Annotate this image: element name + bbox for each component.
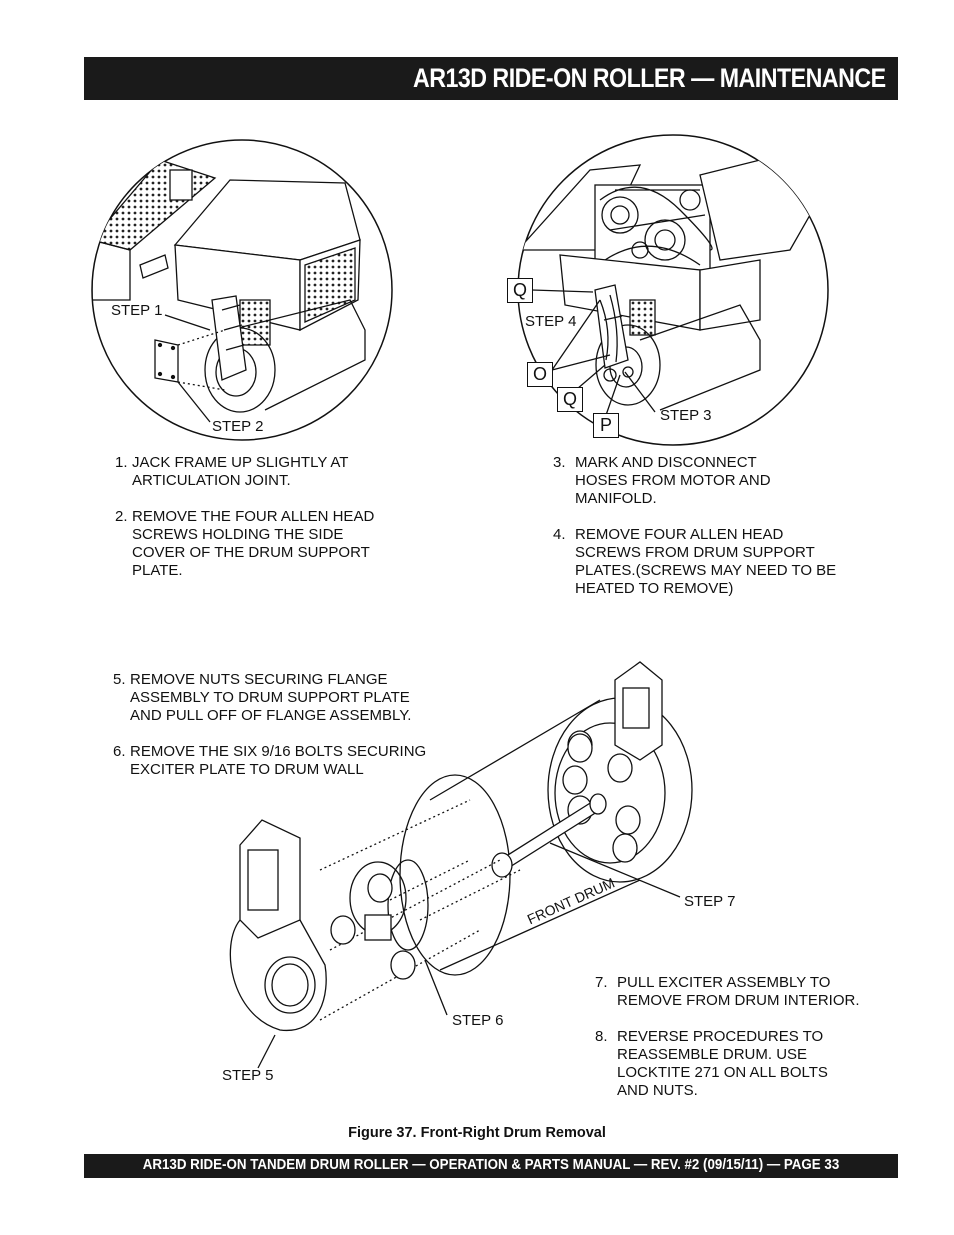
step1-2-detail-view bbox=[91, 139, 393, 441]
page-header: AR13D RIDE-ON ROLLER — MAINTENANCE bbox=[84, 57, 898, 100]
instruction-item: 6.REMOVE THE SIX 9/16 BOLTS SECURING EXC… bbox=[113, 743, 427, 778]
callout-p: P bbox=[593, 413, 619, 438]
instruction-item: 1.JACK FRAME UP SLIGHTLY AT ARTICULATION… bbox=[115, 454, 349, 489]
step3-label: STEP 3 bbox=[660, 407, 712, 424]
instruction-item: 8.REVERSE PROCEDURES TO REASSEMBLE DRUM.… bbox=[595, 1028, 828, 1099]
step6-label: STEP 6 bbox=[452, 1012, 504, 1029]
exploded-drum-view bbox=[229, 661, 693, 1069]
callout-q-lower: Q bbox=[557, 387, 583, 412]
footer-text: AR13D RIDE-ON TANDEM DRUM ROLLER — OPERA… bbox=[142, 1157, 840, 1173]
step7-label: STEP 7 bbox=[684, 893, 736, 910]
step4-label: STEP 4 bbox=[525, 313, 577, 330]
instruction-item: 4.REMOVE FOUR ALLEN HEAD SCREWS FROM DRU… bbox=[553, 526, 837, 597]
instructions-steps-7-8: 7.PULL EXCITER ASSEMBLY TO REMOVE FROM D… bbox=[595, 974, 860, 1118]
instructions-steps-1-2: 1.JACK FRAME UP SLIGHTLY AT ARTICULATION… bbox=[115, 454, 374, 598]
callout-o: O bbox=[527, 362, 553, 387]
step2-label: STEP 2 bbox=[212, 418, 264, 435]
instruction-item: 2.REMOVE THE FOUR ALLEN HEAD SCREWS HOLD… bbox=[115, 508, 375, 579]
step1-label: STEP 1 bbox=[111, 302, 163, 319]
page-footer: AR13D RIDE-ON TANDEM DRUM ROLLER — OPERA… bbox=[84, 1154, 898, 1178]
figure-caption: Figure 37. Front-Right Drum Removal bbox=[348, 1125, 606, 1141]
instruction-item: 7.PULL EXCITER ASSEMBLY TO REMOVE FROM D… bbox=[595, 974, 860, 1009]
callout-q-upper: Q bbox=[507, 278, 533, 303]
step5-label: STEP 5 bbox=[222, 1067, 274, 1084]
page-title: AR13D RIDE-ON ROLLER — MAINTENANCE bbox=[413, 63, 886, 93]
instructions-steps-3-4: 3.MARK AND DISCONNECT HOSES FROM MOTOR A… bbox=[553, 454, 836, 616]
instruction-item: 3.MARK AND DISCONNECT HOSES FROM MOTOR A… bbox=[553, 454, 771, 507]
instruction-item: 5.REMOVE NUTS SECURING FLANGE ASSEMBLY T… bbox=[113, 671, 412, 724]
instructions-steps-5-6: 5.REMOVE NUTS SECURING FLANGE ASSEMBLY T… bbox=[113, 671, 426, 797]
